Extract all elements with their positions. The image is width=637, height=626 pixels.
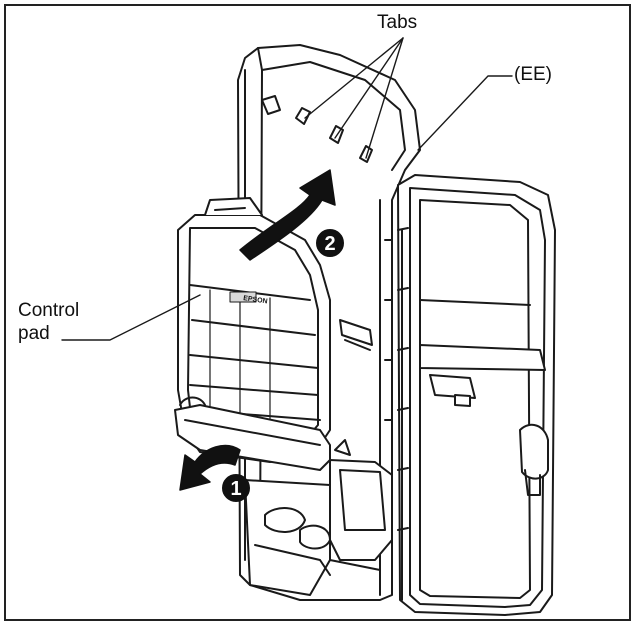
arrow-step-2 — [239, 169, 336, 261]
label-ee: (EE) — [514, 64, 552, 85]
hinge-bar — [174, 404, 331, 471]
step-badge-1: 1 — [222, 474, 250, 502]
label-control-pad-line1: Control — [18, 300, 80, 321]
arrow-step-1 — [179, 444, 241, 491]
step-badge-2: 2 — [316, 229, 344, 257]
step-number-2: 2 — [324, 233, 335, 255]
step-number-1: 1 — [230, 478, 241, 500]
leader-lines — [61, 37, 513, 341]
label-control-pad-line2: pad — [18, 323, 50, 344]
door-panel — [397, 174, 556, 616]
brand-logo: EPSON — [243, 295, 268, 305]
label-tabs: Tabs — [377, 12, 418, 33]
